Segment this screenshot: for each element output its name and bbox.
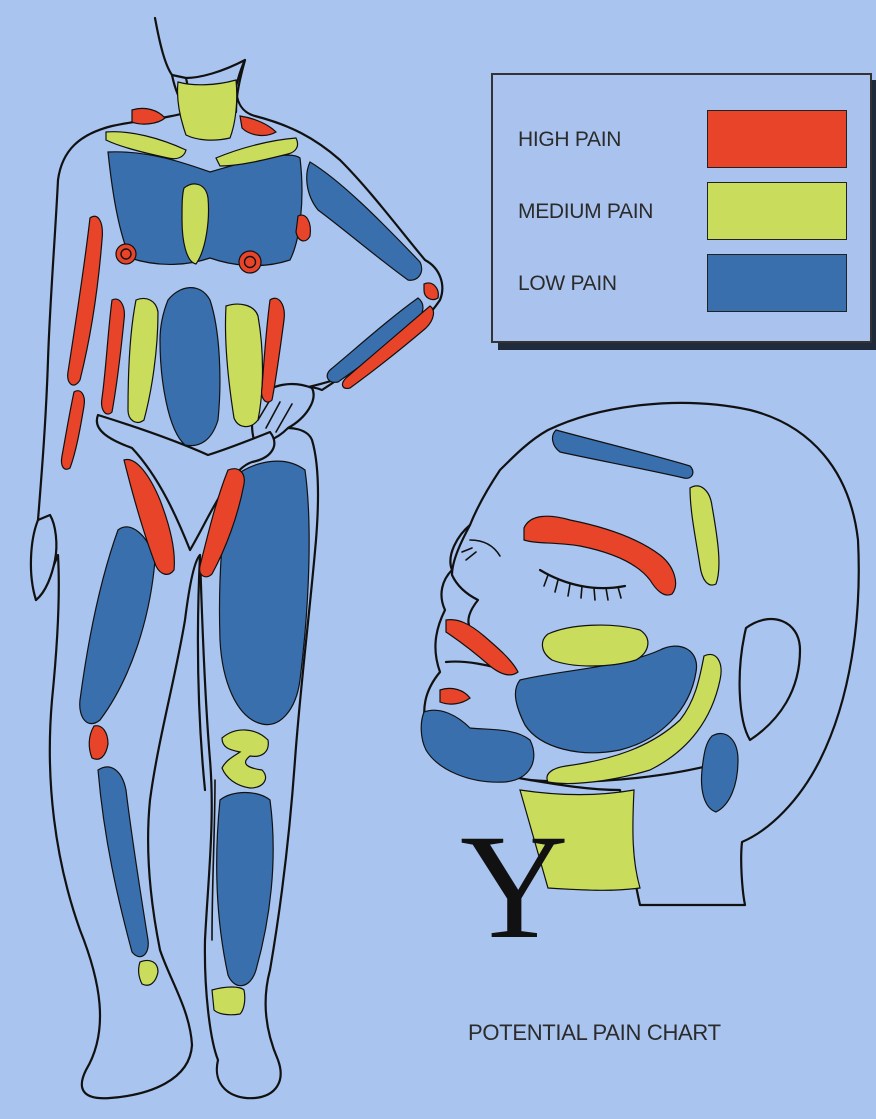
left-hand [31, 515, 56, 600]
armpit-zone-high [296, 215, 310, 241]
ankle-right-zone-medium [212, 987, 245, 1015]
legend-swatch-medium [707, 182, 847, 240]
nipple-right-zone-high [239, 251, 261, 273]
legend-swatch-high [707, 110, 847, 168]
legend-label-low: LOW PAIN [518, 272, 617, 296]
cheekbone-zone-medium [542, 625, 647, 666]
legend-row-medium: MEDIUM PAIN [493, 182, 870, 242]
legend-swatch-low [707, 254, 847, 312]
legend-box: HIGH PAIN MEDIUM PAIN LOW PAIN [491, 73, 872, 343]
legend-label-medium: MEDIUM PAIN [518, 200, 653, 224]
nipple-left-zone-high [116, 244, 136, 264]
mark-letter: Y [460, 812, 568, 962]
knee-back-zone-high [89, 726, 108, 760]
legend-label-high: HIGH PAIN [518, 128, 621, 152]
legend-row-low: LOW PAIN [493, 254, 870, 314]
legend-row-high: HIGH PAIN [493, 110, 870, 170]
throat-zone-medium [177, 80, 236, 140]
chart-title: POTENTIAL PAIN CHART [468, 1020, 721, 1046]
